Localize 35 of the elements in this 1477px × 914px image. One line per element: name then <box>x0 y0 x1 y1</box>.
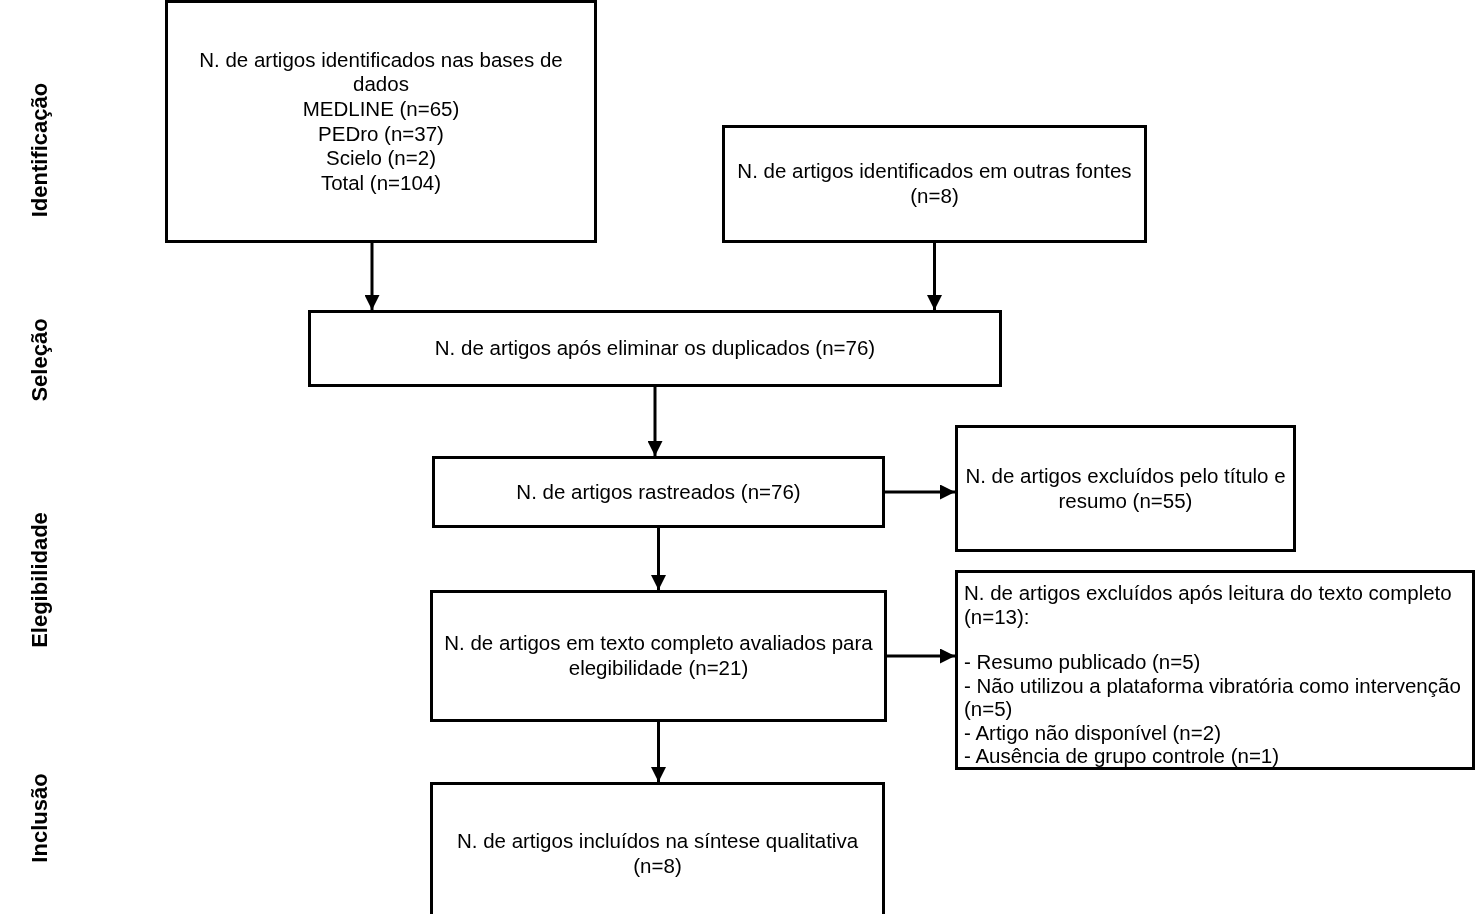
process-box <box>430 590 887 722</box>
box-text: N. de artigos identificados nas bases de dados <box>198 47 564 97</box>
phase-label: Inclusão <box>27 773 53 863</box>
process-box <box>955 425 1296 552</box>
box-text: N. de artigos excluídos pelo título e resumo (n=55) <box>964 463 1287 514</box>
box-text: - Resumo publicado (n=5) <box>964 650 1201 674</box>
arrow <box>927 243 942 310</box>
box-text: - Não utilizou a plataforma vibratória como intervenção (n=5) <box>964 673 1462 721</box>
box-text: Total (n=104) <box>320 170 442 196</box>
box-text: N. de artigos identificados em outras fontes (n=8) <box>736 159 1133 209</box>
process-box <box>432 456 885 528</box>
box-text: - Artigo não disponível (n=2) <box>964 720 1221 745</box>
arrow <box>885 484 955 500</box>
arrow <box>651 528 666 590</box>
box-text: N. de artigos em texto completo avaliados para elegibilidade (n=21) <box>443 631 874 681</box>
arrow <box>647 387 663 456</box>
arrow <box>887 648 955 664</box>
phase-label: Seleção <box>27 318 53 402</box>
box-text: PEDro (n=37) <box>318 121 444 147</box>
phase-label: Elegibilidade <box>27 512 53 648</box>
process-box <box>308 310 1002 387</box>
arrow <box>364 243 380 310</box>
box-text: N. de artigos após eliminar os duplicados (n=76) <box>434 336 876 361</box>
box-text: N. de artigos excluídos após leitura do texto completo (n=13): <box>964 581 1453 629</box>
phase-label: Identificação <box>27 82 53 218</box>
box-text: MEDLINE (n=65) <box>302 96 460 122</box>
box-text: Scielo (n=2) <box>326 146 436 171</box>
process-box <box>722 125 1147 243</box>
process-box <box>165 0 597 243</box>
process-box <box>430 782 885 914</box>
arrow <box>651 722 666 782</box>
process-box <box>955 570 1475 770</box>
box-text: - Ausência de grupo controle (n=1) <box>964 744 1280 768</box>
box-text: N. de artigos incluídos na síntese qualitativa (n=8) <box>455 828 860 879</box>
box-text: N. de artigos rastreados (n=76) <box>516 479 801 505</box>
